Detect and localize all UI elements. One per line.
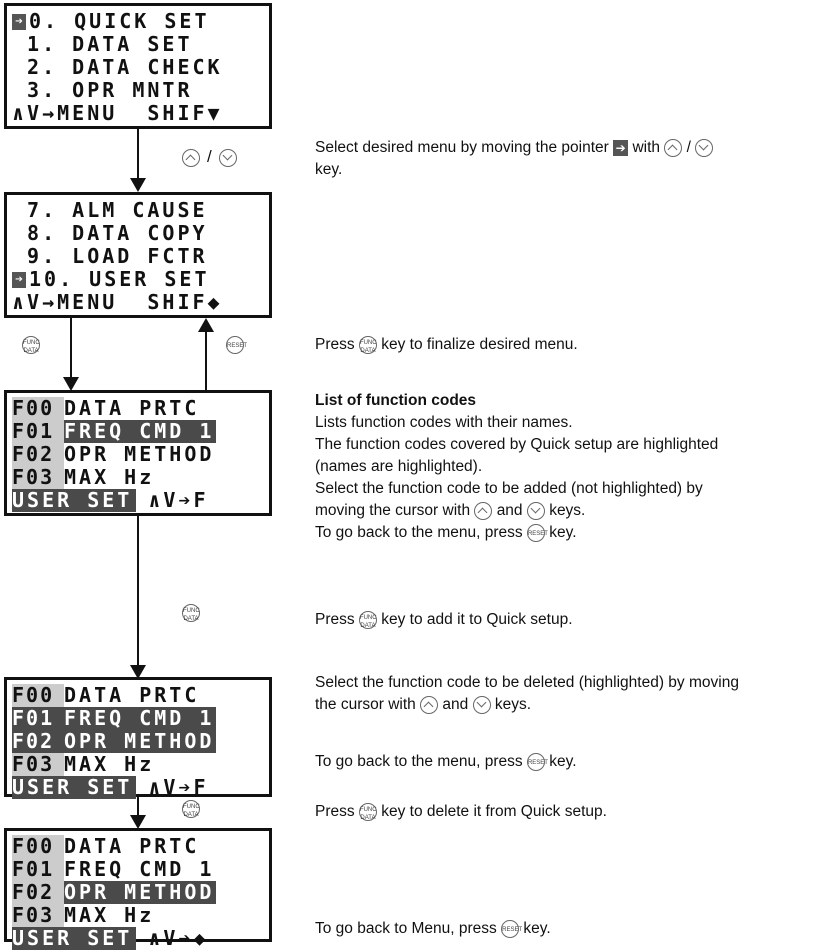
reset-key-icon: RESET	[526, 752, 548, 771]
func-data-key-icon: FUNC DATA	[182, 800, 200, 818]
reset-key-icon: RESET	[501, 919, 522, 938]
pointer-icon: ➔	[12, 271, 26, 288]
slash-separator: /	[207, 147, 212, 166]
lcd-screen-menu-bottom: 7. ALM CAUSE 8. DATA COPY 9. LOAD FCTR ➔…	[4, 192, 272, 318]
reset-key-icon: RESET	[226, 336, 247, 354]
lcd-line: ∧V→MENU SHIF◆	[12, 290, 223, 314]
up-key-icon	[182, 149, 200, 167]
arrow-down-icon	[130, 815, 146, 829]
lcd-footer: USER SET∧V➔F	[12, 488, 209, 512]
func-data-key-icon: FUNC DATA	[182, 604, 200, 622]
instruction-go-back: To go back to the menu, press RESET key.	[315, 752, 577, 771]
down-key-icon	[219, 149, 237, 167]
arrow-down-icon	[130, 665, 146, 679]
arrow-down-icon	[130, 178, 146, 192]
instruction-add-code: Press FUNC DATA key to add it to Quick s…	[315, 610, 573, 629]
connector-line	[205, 330, 207, 390]
lcd-line: ➔10. USER SET	[12, 268, 264, 291]
lcd-line: 3. OPR MNTR	[12, 78, 193, 102]
instruction-delete-code: Press FUNC DATA key to delete it from Qu…	[315, 802, 607, 821]
instruction-finalize-menu: Press FUNC DATA key to finalize desired …	[315, 335, 578, 354]
lcd-line: 9. LOAD FCTR	[12, 244, 208, 268]
arrow-down-icon	[63, 377, 79, 391]
instruction-function-code-list: List of function codes Lists function co…	[315, 390, 821, 544]
lcd-line: 1. DATA SET	[12, 32, 193, 56]
pointer-icon: ➔	[613, 139, 629, 156]
lcd-line: ∧V→MENU SHIF▼	[12, 101, 223, 125]
up-key-icon	[474, 501, 493, 520]
func-data-key-icon: FUNC DATA	[22, 336, 40, 354]
instruction-back-to-menu: To go back to Menu, press RESET key.	[315, 919, 551, 938]
connector-line	[137, 797, 139, 817]
lcd-line: 7. ALM CAUSE	[12, 198, 208, 222]
up-key-icon	[420, 695, 439, 714]
lcd-line: 8. DATA COPY	[12, 221, 208, 245]
reset-key-icon: RESET	[526, 523, 548, 542]
up-key-icon	[664, 138, 683, 157]
arrow-up-icon	[198, 318, 214, 332]
lcd-screen-menu-top: ➔0. QUICK SET 1. DATA SET 2. DATA CHECK …	[4, 3, 272, 129]
down-key-icon	[695, 138, 714, 157]
instruction-select-delete: Select the function code to be deleted (…	[315, 674, 739, 714]
down-key-icon	[526, 501, 545, 520]
func-data-key-icon: FUNC DATA	[358, 802, 377, 821]
func-data-key-icon: FUNC DATA	[358, 610, 377, 629]
lcd-line: 2. DATA CHECK	[12, 55, 223, 79]
connector-line	[70, 318, 72, 378]
connector-line	[137, 516, 139, 666]
section-title: List of function codes	[315, 392, 477, 409]
lcd-footer: USER SET∧V➔F	[12, 775, 209, 799]
lcd-footer: USER SET∧V➔◆	[12, 926, 209, 950]
lcd-line: ➔0. QUICK SET	[12, 10, 264, 33]
connector-line	[137, 129, 139, 179]
instruction-select-menu: Select desired menu by moving the pointe…	[315, 137, 821, 181]
pointer-icon: ➔	[12, 13, 26, 30]
down-key-icon	[472, 695, 491, 714]
func-data-key-icon: FUNC DATA	[358, 335, 377, 354]
